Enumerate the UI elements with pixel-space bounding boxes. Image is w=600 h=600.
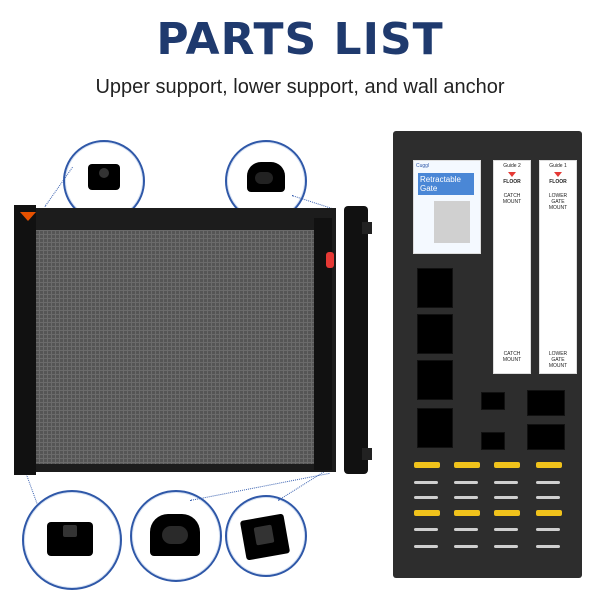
detail-circle-bottom-left bbox=[22, 490, 122, 590]
page-title: PARTS LIST bbox=[156, 14, 444, 65]
guide-1-floor: FLOOR bbox=[549, 179, 567, 185]
guide-2-bottom-text: CATCH MOUNT bbox=[502, 351, 522, 363]
screw-13 bbox=[414, 545, 438, 548]
guide-2-top-text: CATCH MOUNT bbox=[502, 193, 522, 205]
bracket-part-1 bbox=[417, 268, 453, 308]
gate-right-post bbox=[314, 218, 332, 470]
wall-anchor-2 bbox=[454, 462, 480, 468]
wall-anchor-7 bbox=[494, 510, 520, 516]
screw-2 bbox=[454, 481, 478, 484]
wall-anchor-4 bbox=[536, 462, 562, 468]
guide-1-bottom-text: LOWER GATE MOUNT bbox=[548, 351, 568, 369]
wall-anchor-5 bbox=[414, 510, 440, 516]
wall-anchor-6 bbox=[454, 510, 480, 516]
bracket-part-2 bbox=[417, 314, 453, 354]
anchor-plate-slot-icon bbox=[253, 524, 275, 546]
catch-part-3 bbox=[527, 390, 565, 416]
connector-line-3 bbox=[24, 470, 38, 504]
screw-5 bbox=[414, 496, 438, 499]
guide-2-card: Guide 2 FLOOR CATCH MOUNT CATCH MOUNT bbox=[493, 160, 531, 374]
gate-side-bracket-icon bbox=[362, 222, 372, 234]
gate-left-post bbox=[14, 205, 36, 475]
screw-6 bbox=[454, 496, 478, 499]
guide-1-label: Guide 1 bbox=[549, 163, 567, 169]
screw-11 bbox=[494, 528, 518, 531]
screw-7 bbox=[494, 496, 518, 499]
screw-9 bbox=[414, 528, 438, 531]
gate-release-button-icon bbox=[326, 252, 334, 268]
box-brand: Cuggl bbox=[416, 163, 430, 169]
screw-10 bbox=[454, 528, 478, 531]
guide-2-floor: FLOOR bbox=[503, 179, 521, 185]
bracket-part-4 bbox=[417, 408, 453, 448]
bracket-slot-icon bbox=[63, 525, 77, 537]
bracket-part-3 bbox=[417, 360, 453, 400]
screw-15 bbox=[494, 545, 518, 548]
gate-side-bracket-bottom-icon bbox=[362, 448, 372, 460]
guide-2-arrow-icon bbox=[508, 172, 516, 177]
box-product-title: Retractable Gate bbox=[418, 173, 474, 195]
hook-slot-icon bbox=[255, 172, 273, 184]
bracket-screw-hole-icon bbox=[99, 168, 109, 178]
gate-mesh bbox=[35, 230, 315, 464]
guide-2-label: Guide 2 bbox=[503, 163, 521, 169]
catch-part-4 bbox=[527, 424, 565, 450]
screw-16 bbox=[536, 545, 560, 548]
gate-side-profile bbox=[344, 206, 368, 474]
guide-1-card: Guide 1 FLOOR LOWER GATE MOUNT LOWER GAT… bbox=[539, 160, 577, 374]
guide-1-arrow-icon bbox=[554, 172, 562, 177]
guide-1-top-text: LOWER GATE MOUNT bbox=[548, 193, 568, 211]
screw-1 bbox=[414, 481, 438, 484]
connector-line-5 bbox=[277, 470, 326, 501]
catch-part-1 bbox=[481, 392, 505, 410]
screw-4 bbox=[536, 481, 560, 484]
detail-circle-bottom-right bbox=[225, 495, 307, 577]
wall-anchor-1 bbox=[414, 462, 440, 468]
detail-circle-bottom-center bbox=[130, 490, 222, 582]
wall-anchor-3 bbox=[494, 462, 520, 468]
screw-8 bbox=[536, 496, 560, 499]
screw-12 bbox=[536, 528, 560, 531]
catch-part-2 bbox=[481, 432, 505, 450]
page-subtitle: Upper support, lower support, and wall a… bbox=[95, 76, 505, 98]
product-box: Cuggl Retractable Gate bbox=[413, 160, 481, 254]
box-gate-illustration-icon bbox=[434, 201, 470, 243]
wall-anchor-8 bbox=[536, 510, 562, 516]
gate-orange-arrow-icon bbox=[20, 212, 36, 221]
screw-3 bbox=[494, 481, 518, 484]
hook-cavity-icon bbox=[162, 526, 188, 544]
screw-14 bbox=[454, 545, 478, 548]
